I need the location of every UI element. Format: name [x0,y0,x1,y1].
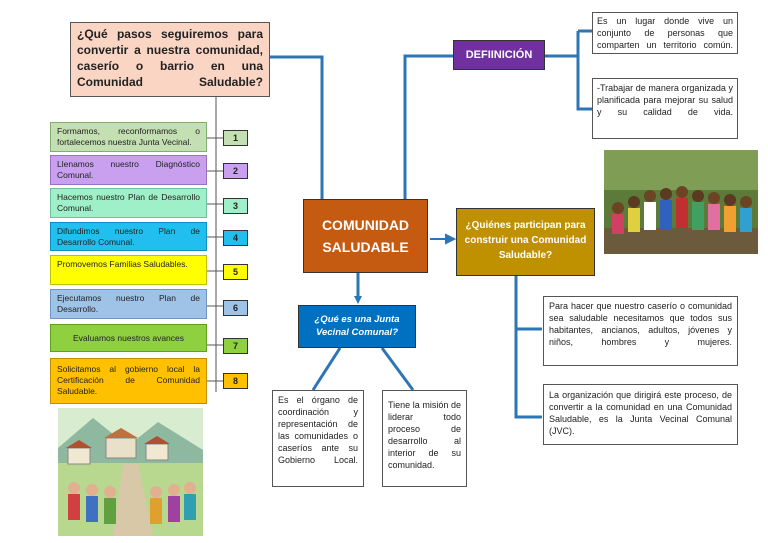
step-number-4: 4 [223,230,248,246]
arrow-center-participants [430,233,457,245]
center-node: COMUNIDAD SALUDABLE [303,199,428,273]
community-people-photo [604,150,758,254]
jvc-question-box: ¿Qué es una Junta Vecinal Comunal? [298,305,416,348]
step-text-4: Difundimos nuestro Plan de Desarrollo Co… [57,226,200,247]
arrow-jvc [354,296,362,304]
step-number-3: 3 [223,198,248,214]
step-number-7: 7 [223,338,248,354]
step-item-1: Formamos, reconformamos o fortalecemos n… [50,122,207,152]
main-question-box: ¿Qué pasos seguiremos para convertir a n… [70,22,270,97]
participants-question-box: ¿Quiénes participan para construir una C… [456,208,595,276]
participants-answer-box-1: Para hacer que nuestro caserío o comunid… [543,296,738,366]
step-item-5: Promovemos Familias Saludables. [50,255,207,285]
connector-participants-answers [514,275,542,419]
participants-answer-box-2: La organización que dirigirá este proces… [543,384,738,445]
connector-center-definition [403,54,456,200]
step-item-6: Ejecutamos nuestro Plan de Desarrollo. [50,289,207,319]
step-number-2: 2 [223,163,248,179]
step-item-7: Evaluamos nuestros avances [50,324,207,352]
step-text-5: Promovemos Familias Saludables. [57,259,188,269]
step-text-8: Solicitamos al gobierno local la Certifi… [57,364,200,396]
jvc-answer-box-1: Es el órgano de coordinación y represent… [272,390,364,487]
step-item-4: Difundimos nuestro Plan de Desarrollo Co… [50,222,207,251]
definition-box-2: -Trabajar de manera organizada y planifi… [592,78,738,139]
participants-answer-text-2: La organización que dirigirá este proces… [549,390,732,436]
center-title-line2: SALUDABLE [322,239,409,255]
definition-label-text: DEFIINICIÓN [465,49,533,61]
participants-question-text: ¿Quiénes participan para construir una C… [464,220,587,261]
jvc-answer-text-1: Es el órgano de coordinación y represent… [278,395,358,465]
definition-text-2: -Trabajar de manera organizada y planifi… [597,83,733,117]
main-question-text: ¿Qué pasos seguiremos para convertir a n… [77,27,263,89]
definition-text-1: Es un lugar donde vive un conjunto de pe… [597,16,733,50]
step-text-2: Llenamos nuestro Diagnóstico Comunal. [57,159,200,180]
step-item-2: Llenamos nuestro Diagnóstico Comunal. [50,155,207,185]
connector-definition-descriptions [545,54,592,111]
step-text-7: Evaluamos nuestros avances [72,333,185,343]
jvc-answer-text-2: Tiene la misión de liderar todo proceso … [388,400,461,470]
definition-label: DEFIINICIÓN [453,40,545,70]
connector-question-center [270,55,324,200]
center-title-line1: COMUNIDAD [321,217,410,233]
step-text-3: Hacemos nuestro Plan de Desarrollo Comun… [57,192,200,213]
connector-jvc-answer1 [311,347,342,391]
step-item-8: Solicitamos al gobierno local la Certifi… [50,358,207,404]
step-number-8: 8 [223,373,248,389]
step-text-6: Ejecutamos nuestro Plan de Desarrollo. [57,293,200,314]
step-item-3: Hacemos nuestro Plan de Desarrollo Comun… [50,188,207,218]
step-number-1: 1 [223,130,248,146]
step-text-1: Formamos, reconformamos o fortalecemos n… [57,126,200,147]
participants-answer-text-1: Para hacer que nuestro caserío o comunid… [549,301,732,347]
connector-jvc-answer2 [380,347,415,391]
step-number-5: 5 [223,264,248,280]
step-number-6: 6 [223,300,248,316]
jvc-question-text: ¿Qué es una Junta Vecinal Comunal? [314,314,400,338]
definition-box-1: Es un lugar donde vive un conjunto de pe… [592,12,738,54]
jvc-answer-box-2: Tiene la misión de liderar todo proceso … [382,390,467,487]
village-illustration [58,408,203,536]
